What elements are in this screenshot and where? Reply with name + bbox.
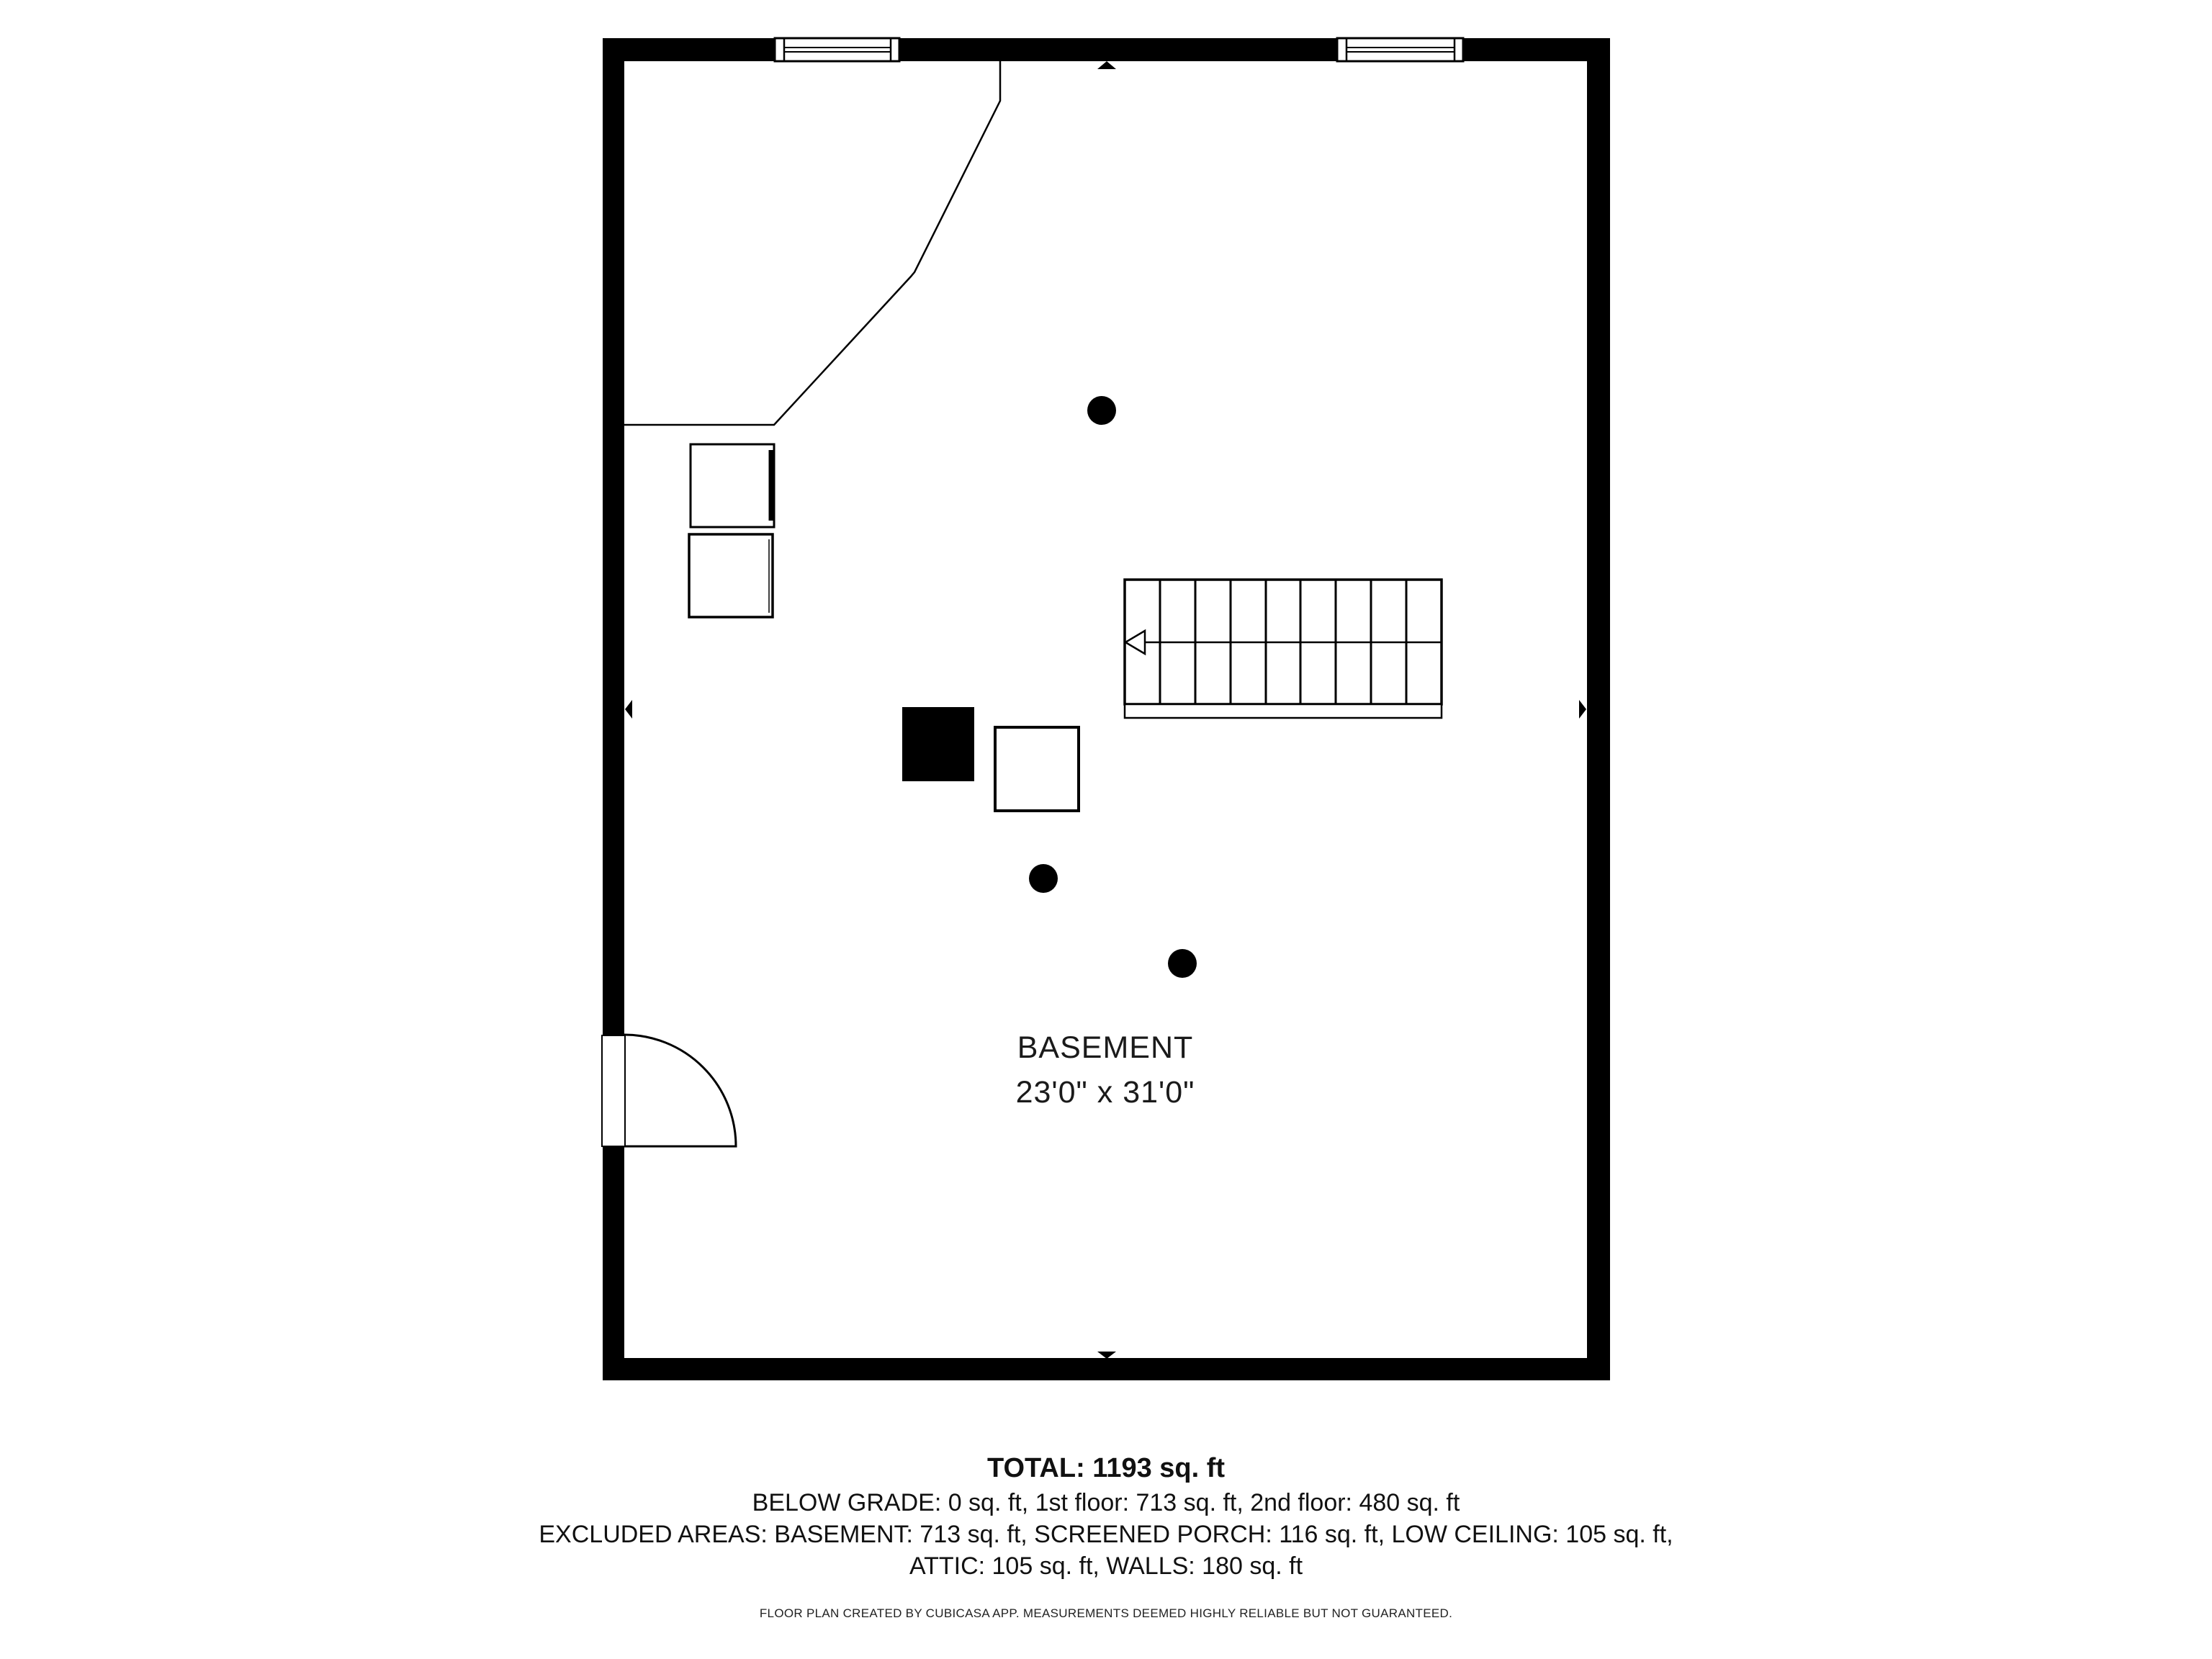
room-label: BASEMENT 23'0" x 31'0" [745,1025,1465,1115]
stair-landing-strip [1123,703,1443,719]
arrow-up-icon [1097,61,1116,69]
window-icon [1336,37,1465,63]
room-dimensions: 23'0" x 31'0" [1015,1075,1195,1110]
total-area-text: TOTAL: 1193 sq. ft [986,1453,1226,1483]
appliance-box-2 [688,533,774,619]
below-grade-text: BELOW GRADE: 0 sq. ft, 1st floor: 713 sq… [752,1489,1460,1516]
support-column-dot [1168,949,1197,978]
door-icon [601,1033,737,1148]
disclaimer-text: FLOOR PLAN CREATED BY CUBICASA APP. MEAS… [759,1606,1453,1620]
room-name: BASEMENT [1017,1030,1194,1065]
wall-right [1587,38,1610,1380]
staircase-icon [1123,578,1443,719]
partition-wall-line [624,61,1002,426]
arrow-right-icon [1579,700,1586,719]
exterior-walls [603,38,1610,1380]
arrow-down-icon [1097,1352,1116,1359]
support-column-dot [1029,864,1058,893]
arrow-left-icon [625,700,632,719]
wall-bottom [603,1358,1610,1380]
excluded-areas-text-2: ATTIC: 105 sq. ft, WALLS: 180 sq. ft [909,1552,1303,1580]
wall-left [603,38,624,1380]
stair-direction-arrow-icon [1123,629,1146,656]
excluded-areas-text: EXCLUDED AREAS: BASEMENT: 713 sq. ft, SC… [539,1521,1673,1548]
support-column-dot [1087,396,1116,425]
filled-box [902,707,974,781]
appliance-box-1 [689,443,775,529]
window-icon [773,37,901,63]
outline-box [994,726,1080,812]
